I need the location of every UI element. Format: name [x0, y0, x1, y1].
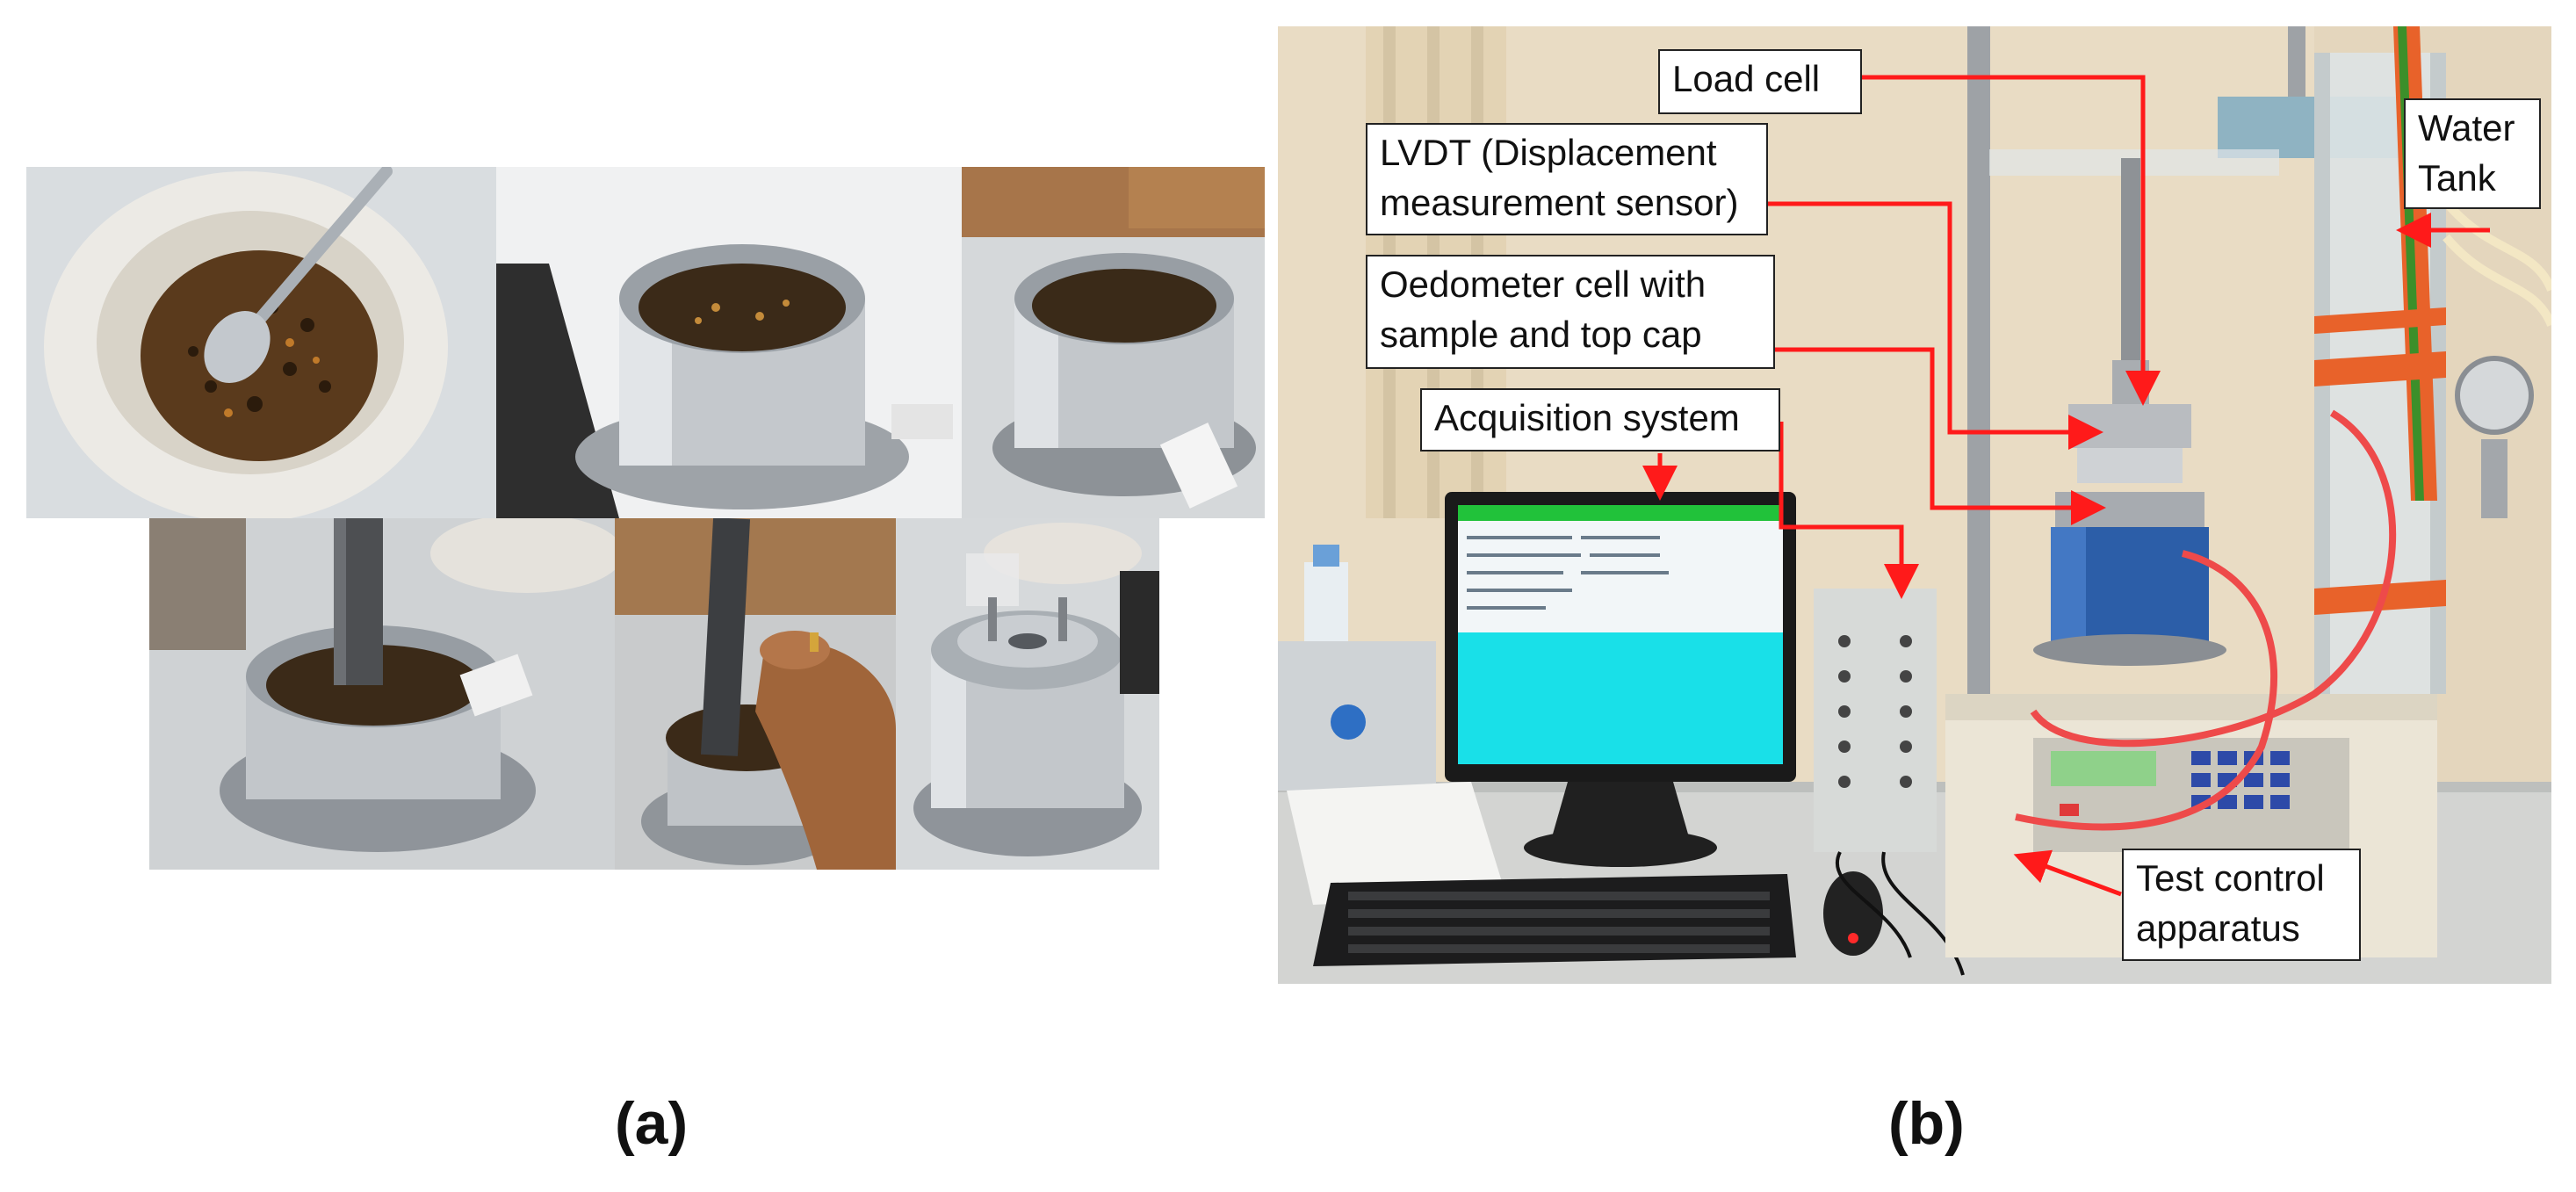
callout-acquisition: Acquisition system — [1420, 388, 1780, 452]
photo-hand-with-ruler — [615, 518, 896, 870]
callout-water-tank: Water Tank — [2404, 98, 2541, 209]
photo-steel-cell-filled — [496, 167, 962, 518]
photo-tamping-rod — [149, 518, 615, 870]
arrow-load-cell — [1862, 75, 2161, 406]
callout-load-cell: Load cell — [1658, 49, 1862, 114]
arrow-oedometer — [1774, 347, 2106, 525]
photo-cell-on-base — [962, 167, 1265, 518]
panel-b-label: (b) — [1888, 1090, 1965, 1157]
photo-assembled-cell — [896, 518, 1159, 870]
callout-oedometer: Oedometer cell with sample and top cap — [1366, 255, 1775, 369]
arrow-test-control — [2013, 849, 2122, 897]
photo-bowl-with-sample — [26, 167, 496, 518]
callout-lvdt: LVDT (Displacement measurement sensor) — [1366, 123, 1768, 235]
arrow-acquisition-box — [1779, 422, 1919, 599]
callout-test-control: Test control apparatus — [2122, 849, 2361, 961]
panel-a-label: (a) — [615, 1090, 689, 1157]
panel-a: (a) — [0, 0, 1282, 1192]
arrow-lvdt — [1767, 201, 2103, 450]
